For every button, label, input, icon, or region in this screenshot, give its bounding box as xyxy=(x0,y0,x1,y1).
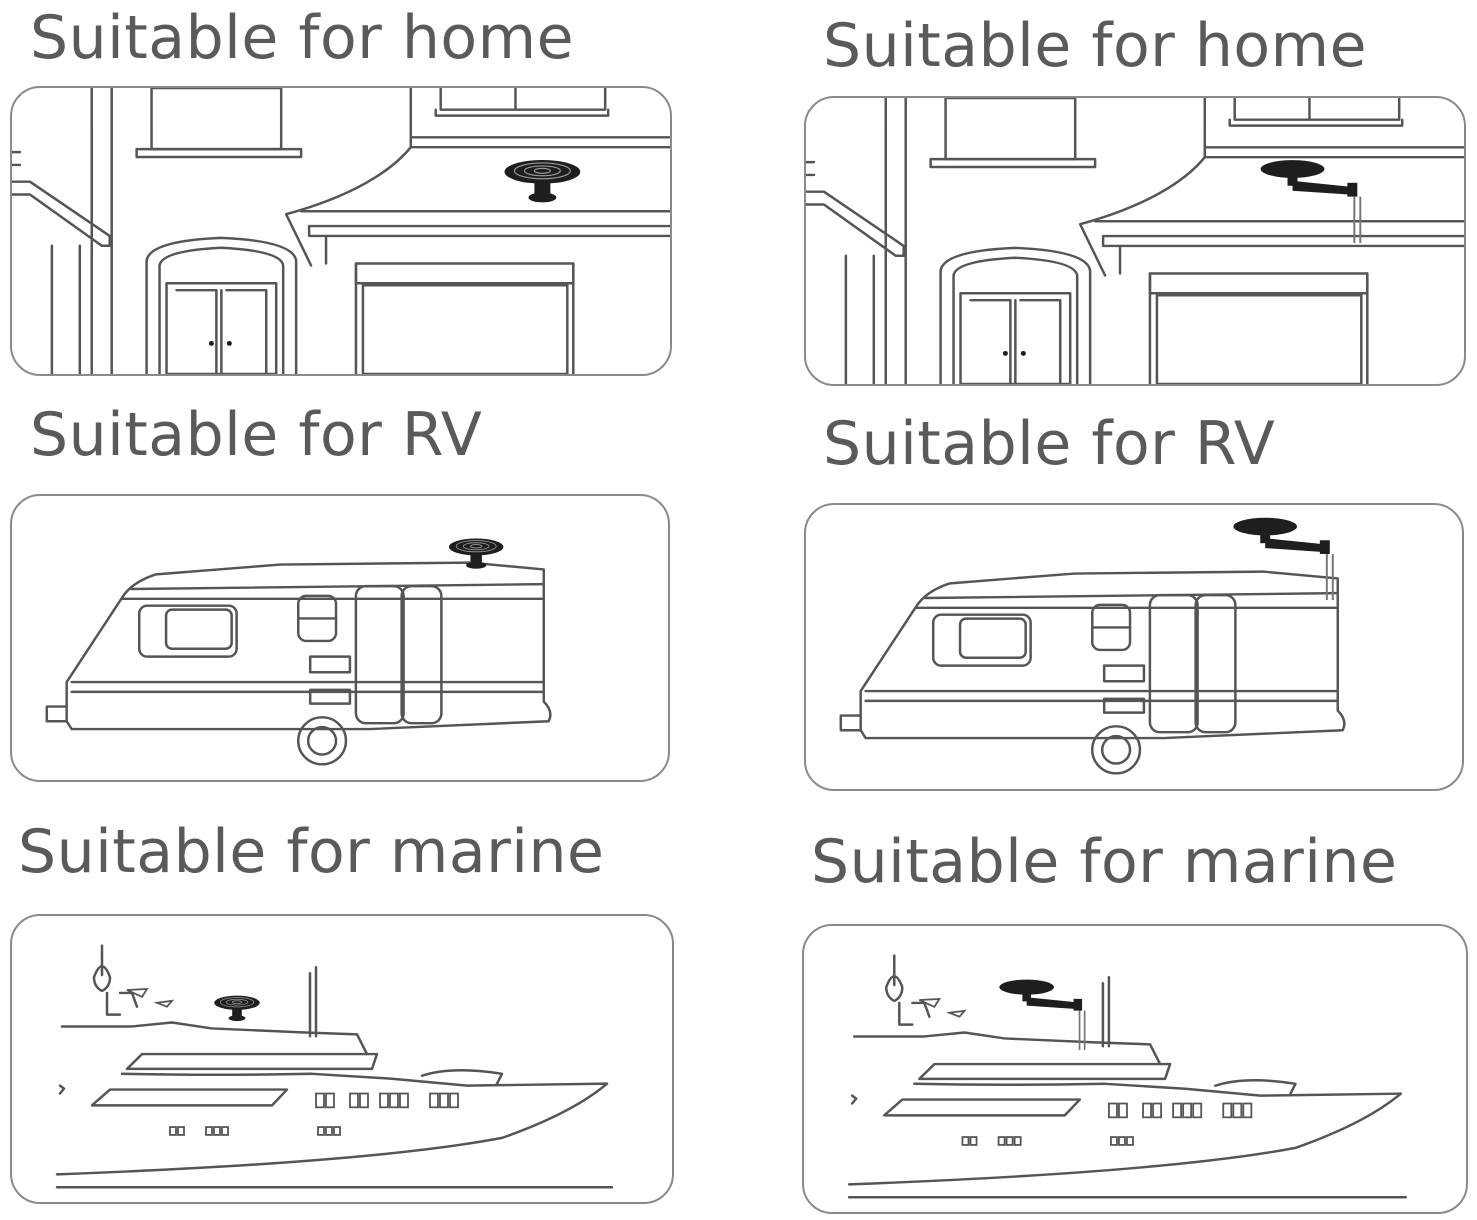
mast-antenna-icon xyxy=(1259,159,1362,244)
house-with-mast-antenna-icon xyxy=(806,98,1464,384)
home-title-right: Suitable for home xyxy=(823,11,1367,81)
marine-illustration-right-panel xyxy=(802,924,1468,1214)
mast-antenna-icon xyxy=(1232,516,1334,601)
home-illustration-left-panel xyxy=(10,86,672,376)
home-illustration-right-panel xyxy=(804,96,1466,386)
disc-antenna-icon xyxy=(213,995,261,1022)
rv-title-right: Suitable for RV xyxy=(823,409,1276,479)
house-with-disc-antenna-icon xyxy=(12,88,670,374)
marine-title-left: Suitable for marine xyxy=(18,817,605,887)
rv-with-mast-antenna-icon xyxy=(839,516,1346,775)
yacht-with-disc-antenna-icon xyxy=(55,944,614,1189)
rv-illustration-right-panel xyxy=(804,503,1464,791)
rv-title-left: Suitable for RV xyxy=(30,400,483,470)
home-title-left: Suitable for home xyxy=(30,3,574,73)
disc-antenna-icon xyxy=(503,159,581,203)
marine-title-right: Suitable for marine xyxy=(811,827,1398,897)
rv-illustration-left-panel xyxy=(10,494,670,782)
yacht-with-mast-antenna-icon xyxy=(847,954,1408,1199)
rv-with-disc-antenna-icon xyxy=(45,538,552,766)
marine-illustration-left-panel xyxy=(10,914,674,1204)
